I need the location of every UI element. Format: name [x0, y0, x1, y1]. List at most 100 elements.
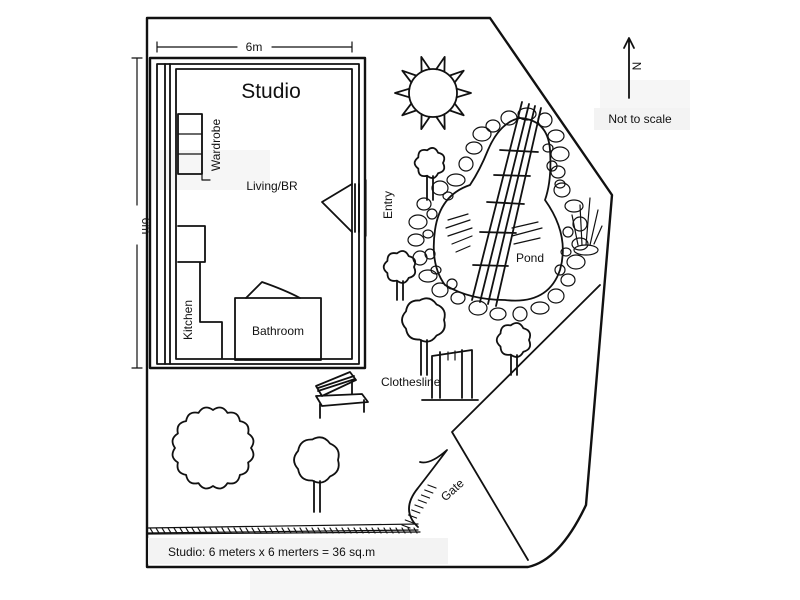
fence-tick	[245, 527, 250, 534]
pond-rock	[431, 180, 449, 196]
pond-rock	[416, 197, 432, 211]
pond-rock	[465, 141, 483, 155]
pond-rock	[553, 182, 571, 198]
tree-trunk	[313, 480, 321, 513]
tree-canopy	[382, 250, 417, 284]
shrub-spike	[448, 102, 465, 117]
tree-canopy	[413, 147, 446, 179]
fence-tick	[407, 527, 412, 534]
fence-tick	[149, 527, 154, 534]
shrub-spike	[401, 69, 418, 84]
property-boundary	[145, 16, 614, 569]
bathroom-label: Bathroom	[252, 324, 304, 338]
pond-rock	[422, 229, 434, 239]
scale-note: Not to scale	[608, 112, 672, 126]
studio-title: Studio	[241, 80, 301, 103]
tree-trunk	[396, 280, 404, 301]
fence-tick	[287, 527, 292, 534]
pond-rock	[546, 160, 558, 172]
fence-tick	[221, 527, 226, 534]
pond-hatching	[445, 213, 543, 253]
fence-tick	[197, 527, 202, 534]
tree-trunk	[510, 354, 518, 376]
fence-tick	[389, 527, 394, 534]
dimension-width: 6m	[156, 40, 353, 54]
shrub-spike	[420, 56, 431, 73]
pond-rock	[560, 273, 576, 287]
pond-rock	[485, 119, 501, 133]
fence-tick	[227, 527, 232, 534]
shrub-spike	[455, 87, 472, 99]
gate-hatch-mark	[420, 494, 431, 499]
fence-tick	[179, 527, 184, 534]
fence-tick	[329, 527, 334, 534]
fence-tick	[359, 527, 364, 534]
dimension-width-label: 6m	[246, 40, 263, 54]
tree-trunk	[426, 175, 434, 201]
fence-tick	[167, 527, 172, 534]
large-tree	[171, 406, 255, 490]
fence-tick	[263, 527, 268, 534]
pond-rock	[408, 214, 428, 230]
path-edge	[451, 284, 601, 561]
pond-rock	[431, 282, 449, 298]
pond-rock	[550, 165, 566, 179]
gate-hatch-mark	[404, 519, 414, 524]
pond-rock	[566, 254, 586, 270]
fence-tick	[383, 527, 388, 534]
fence-tick	[293, 527, 298, 534]
pond-rock	[550, 146, 570, 162]
fence-tick	[335, 527, 340, 534]
fence-tick	[173, 527, 178, 534]
fence-tick	[257, 527, 262, 534]
gate-hatch-mark	[407, 514, 418, 519]
shrub-core	[408, 68, 458, 118]
fence-tick	[341, 527, 346, 534]
fence-tick	[269, 527, 274, 534]
fence-tick	[395, 527, 400, 534]
fence-tick	[281, 527, 286, 534]
fence-tick	[275, 527, 280, 534]
fence-tick	[161, 527, 166, 534]
gate-wall	[408, 449, 448, 528]
gate-hatch-mark	[427, 484, 437, 489]
pond-rock	[446, 173, 466, 187]
pond-rock	[542, 143, 554, 153]
pond-rock	[472, 126, 492, 142]
fence-tick	[155, 527, 160, 534]
pond-label: Pond	[516, 251, 544, 265]
north-label: N	[630, 62, 644, 71]
pond-rock	[418, 269, 438, 283]
spiky-shrub	[394, 56, 472, 130]
pond-rock	[571, 237, 589, 251]
gate-hatch-mark	[411, 509, 421, 514]
pond: Pond	[407, 101, 589, 322]
fence-tick	[185, 527, 190, 534]
tree-small	[293, 147, 532, 513]
bottom-fence	[146, 523, 419, 534]
pond-rock	[564, 199, 584, 213]
gate-hatch-mark	[424, 489, 434, 494]
fence-tick	[299, 527, 304, 534]
kitchen-label: Kitchen	[181, 300, 195, 340]
clothesline-label: Clothesline	[381, 375, 441, 389]
gate-hatch-mark	[417, 499, 427, 504]
pond-rock	[517, 107, 537, 121]
kitchen-counter	[177, 225, 223, 359]
pond-rock	[424, 248, 436, 260]
fence-tick	[191, 527, 196, 534]
fence-tick	[311, 527, 316, 534]
tree-canopy	[495, 322, 532, 358]
pond-rock	[407, 233, 425, 247]
pond-rock	[489, 307, 507, 321]
entry-label: Entry	[381, 191, 395, 219]
pond-rock	[530, 301, 550, 315]
pond-rock	[458, 156, 474, 172]
fence-tick	[203, 527, 208, 534]
fence-tick	[215, 527, 220, 534]
pond-rock	[468, 300, 488, 316]
shrub-spike	[448, 69, 465, 84]
fence-tick	[233, 527, 238, 534]
gate-hatch-mark	[401, 524, 411, 529]
